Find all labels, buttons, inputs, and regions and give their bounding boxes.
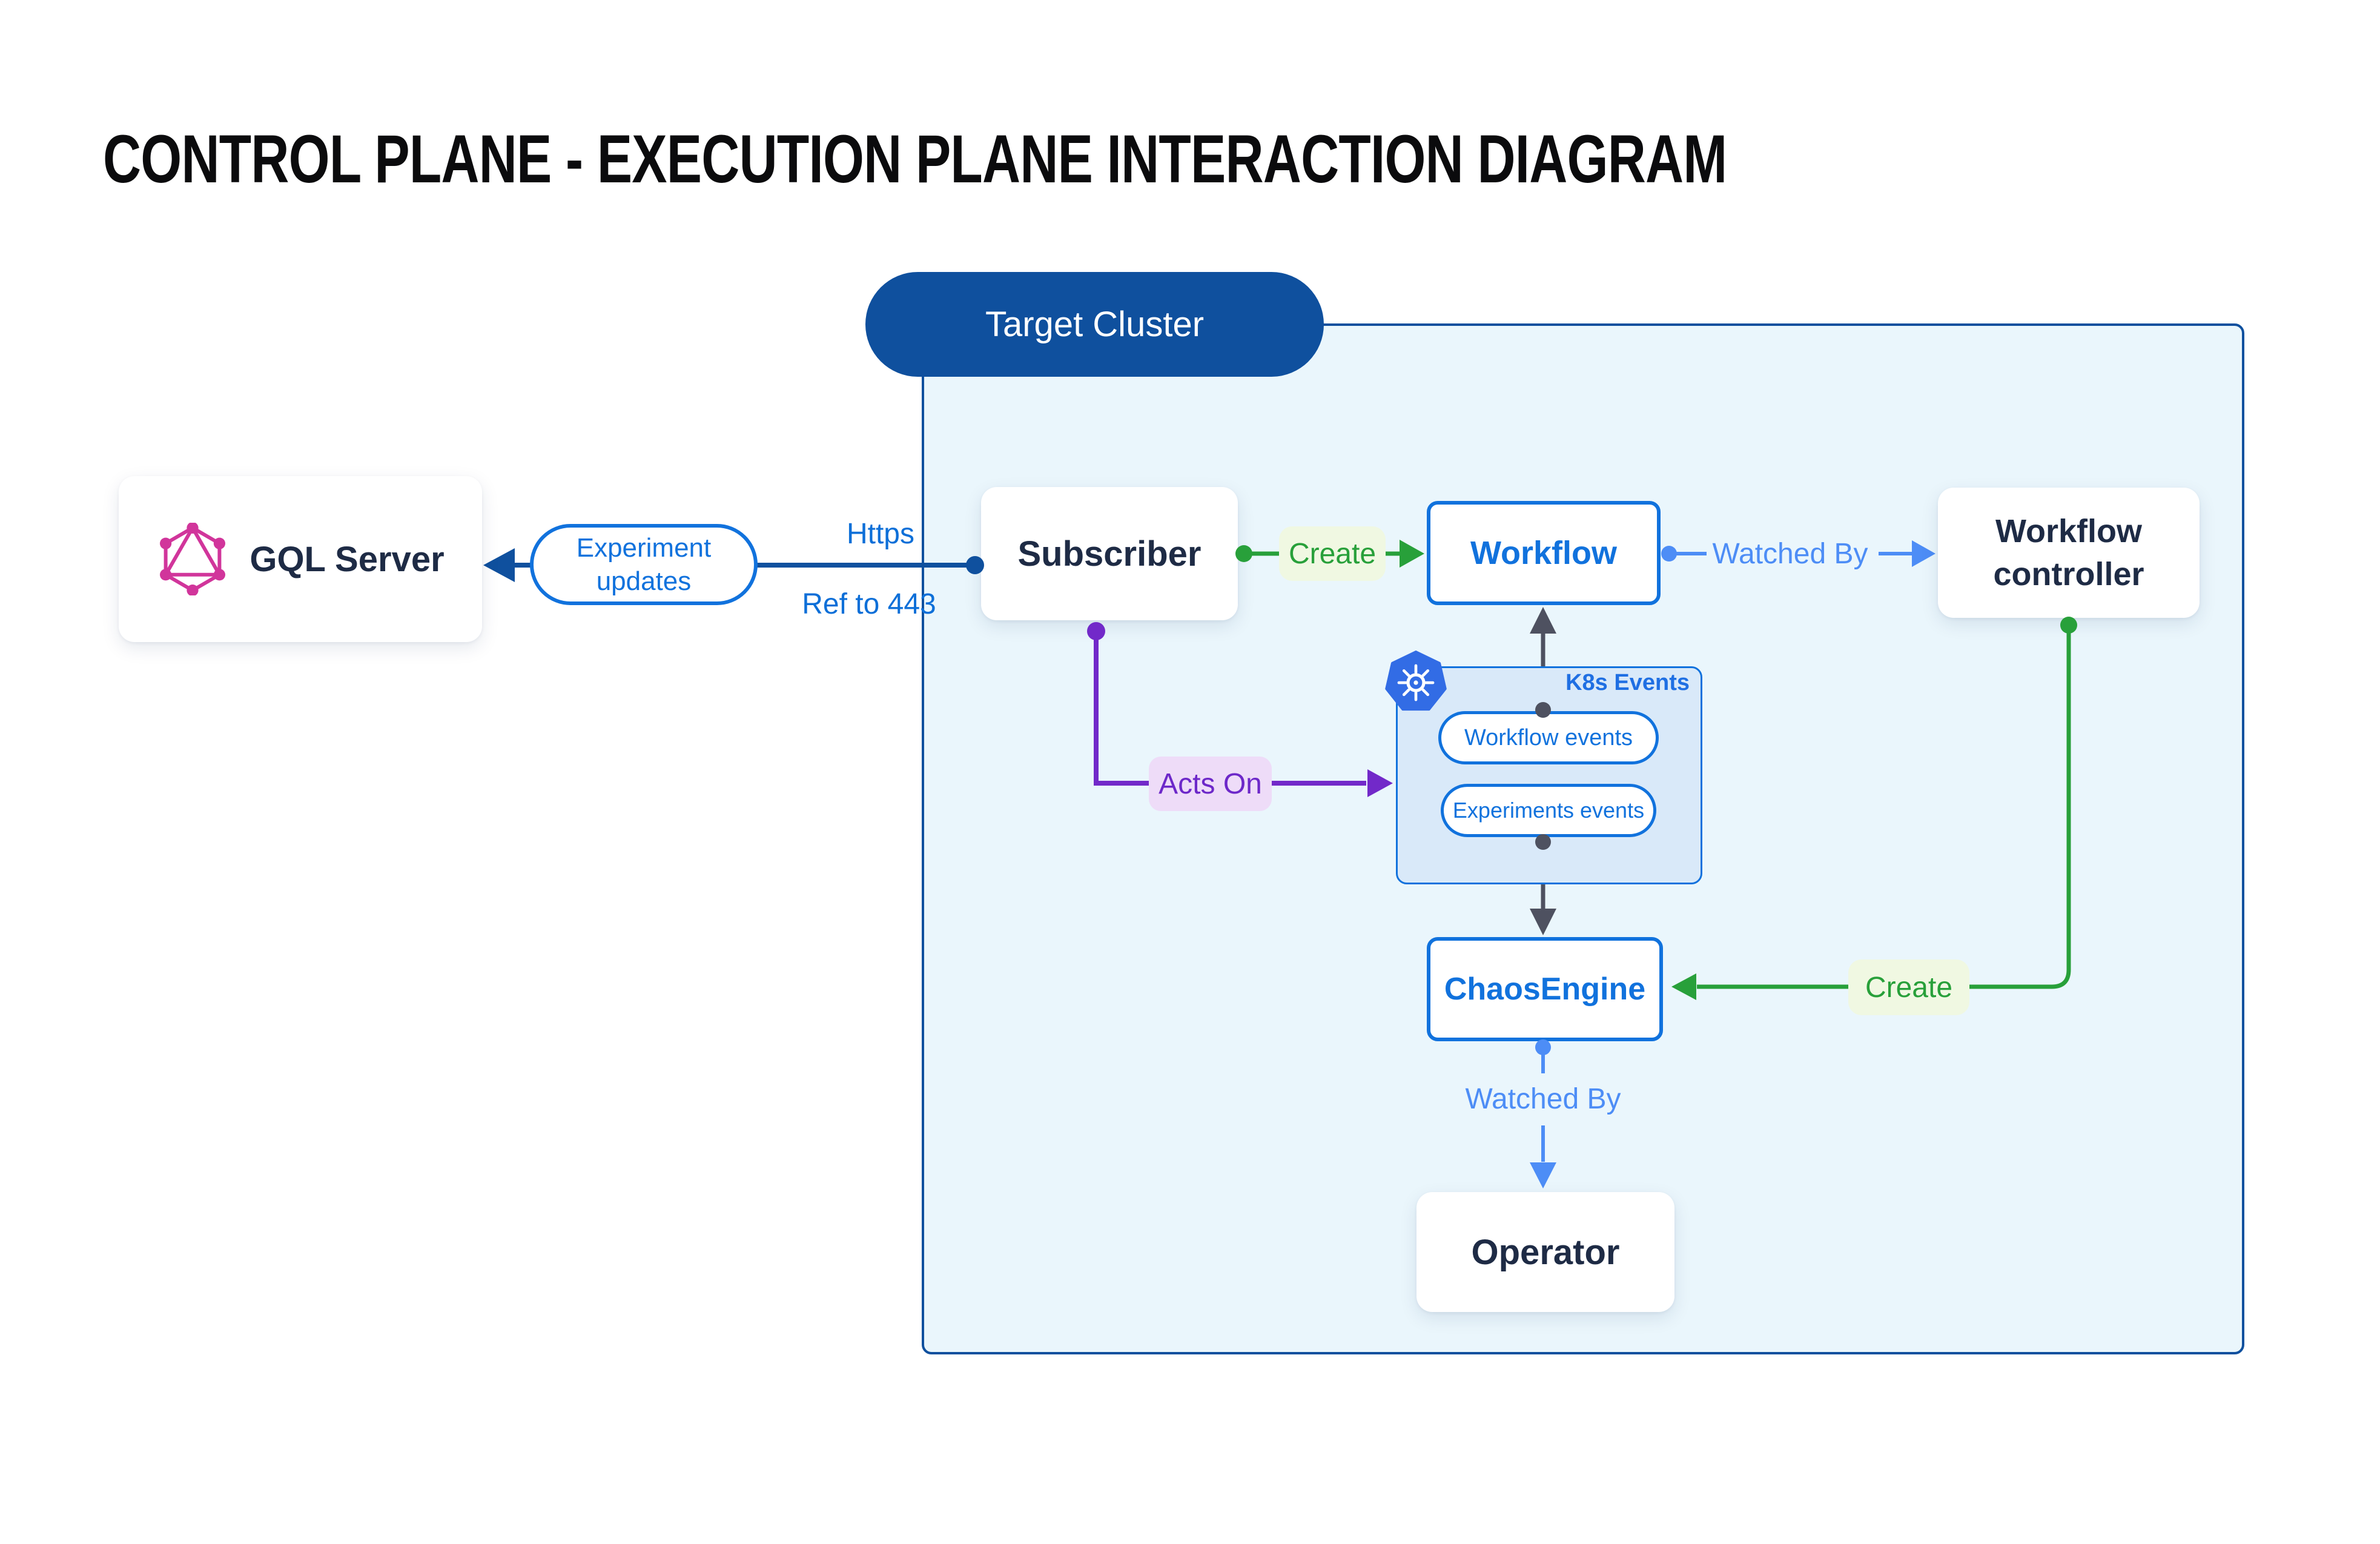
experiment-updates-label: Experiment updates	[576, 533, 712, 596]
edge-label-create-chaosengine: Create	[1848, 959, 1969, 1015]
operator-label: Operator	[1471, 1232, 1620, 1272]
page-title: CONTROL PLANE - EXECUTION PLANE INTERACT…	[103, 121, 1727, 197]
experiments-events-pill: Experiments events	[1441, 784, 1656, 837]
workflow-label: Workflow	[1470, 535, 1617, 571]
acts-on-text: Acts On	[1159, 767, 1262, 800]
experiments-events-label: Experiments events	[1452, 798, 1645, 823]
node-operator: Operator	[1416, 1192, 1674, 1312]
workflow-controller-label: Workflow controller	[1993, 513, 2144, 592]
edge-label-watchedby-controller: Watched By	[1712, 538, 1868, 570]
workflow-events-label: Workflow events	[1464, 724, 1633, 750]
edge-label-acts-on: Acts On	[1149, 757, 1272, 811]
node-chaosengine: ChaosEngine	[1427, 937, 1663, 1041]
experiment-updates-badge: Experiment updates	[530, 524, 758, 605]
gql-server-label: GQL Server	[250, 539, 445, 579]
workflow-events-pill: Workflow events	[1438, 711, 1659, 764]
kubernetes-icon	[1385, 651, 1447, 711]
arrowhead-to-gql	[483, 548, 515, 582]
node-workflow: Workflow	[1427, 501, 1661, 605]
edge-label-create-workflow: Create	[1279, 526, 1386, 581]
create-chaosengine-text: Create	[1865, 971, 1953, 1004]
k8s-events-title: K8s Events	[1565, 670, 1690, 695]
edge-label-ref-443: Ref to 443	[802, 588, 936, 620]
target-cluster-label: Target Cluster	[985, 305, 1205, 344]
chaosengine-label: ChaosEngine	[1444, 972, 1646, 1007]
create-workflow-text: Create	[1288, 537, 1377, 570]
graphql-icon	[160, 523, 226, 595]
subscriber-label: Subscriber	[1017, 534, 1202, 574]
node-subscriber: Subscriber	[981, 487, 1238, 620]
target-cluster-badge: Target Cluster	[865, 272, 1324, 377]
edge-label-https: Https	[846, 518, 914, 550]
node-gql-server: GQL Server	[119, 476, 482, 642]
edge-label-watchedby-operator: Watched By	[1465, 1083, 1621, 1115]
node-workflow-controller: Workflow controller	[1938, 488, 2200, 618]
